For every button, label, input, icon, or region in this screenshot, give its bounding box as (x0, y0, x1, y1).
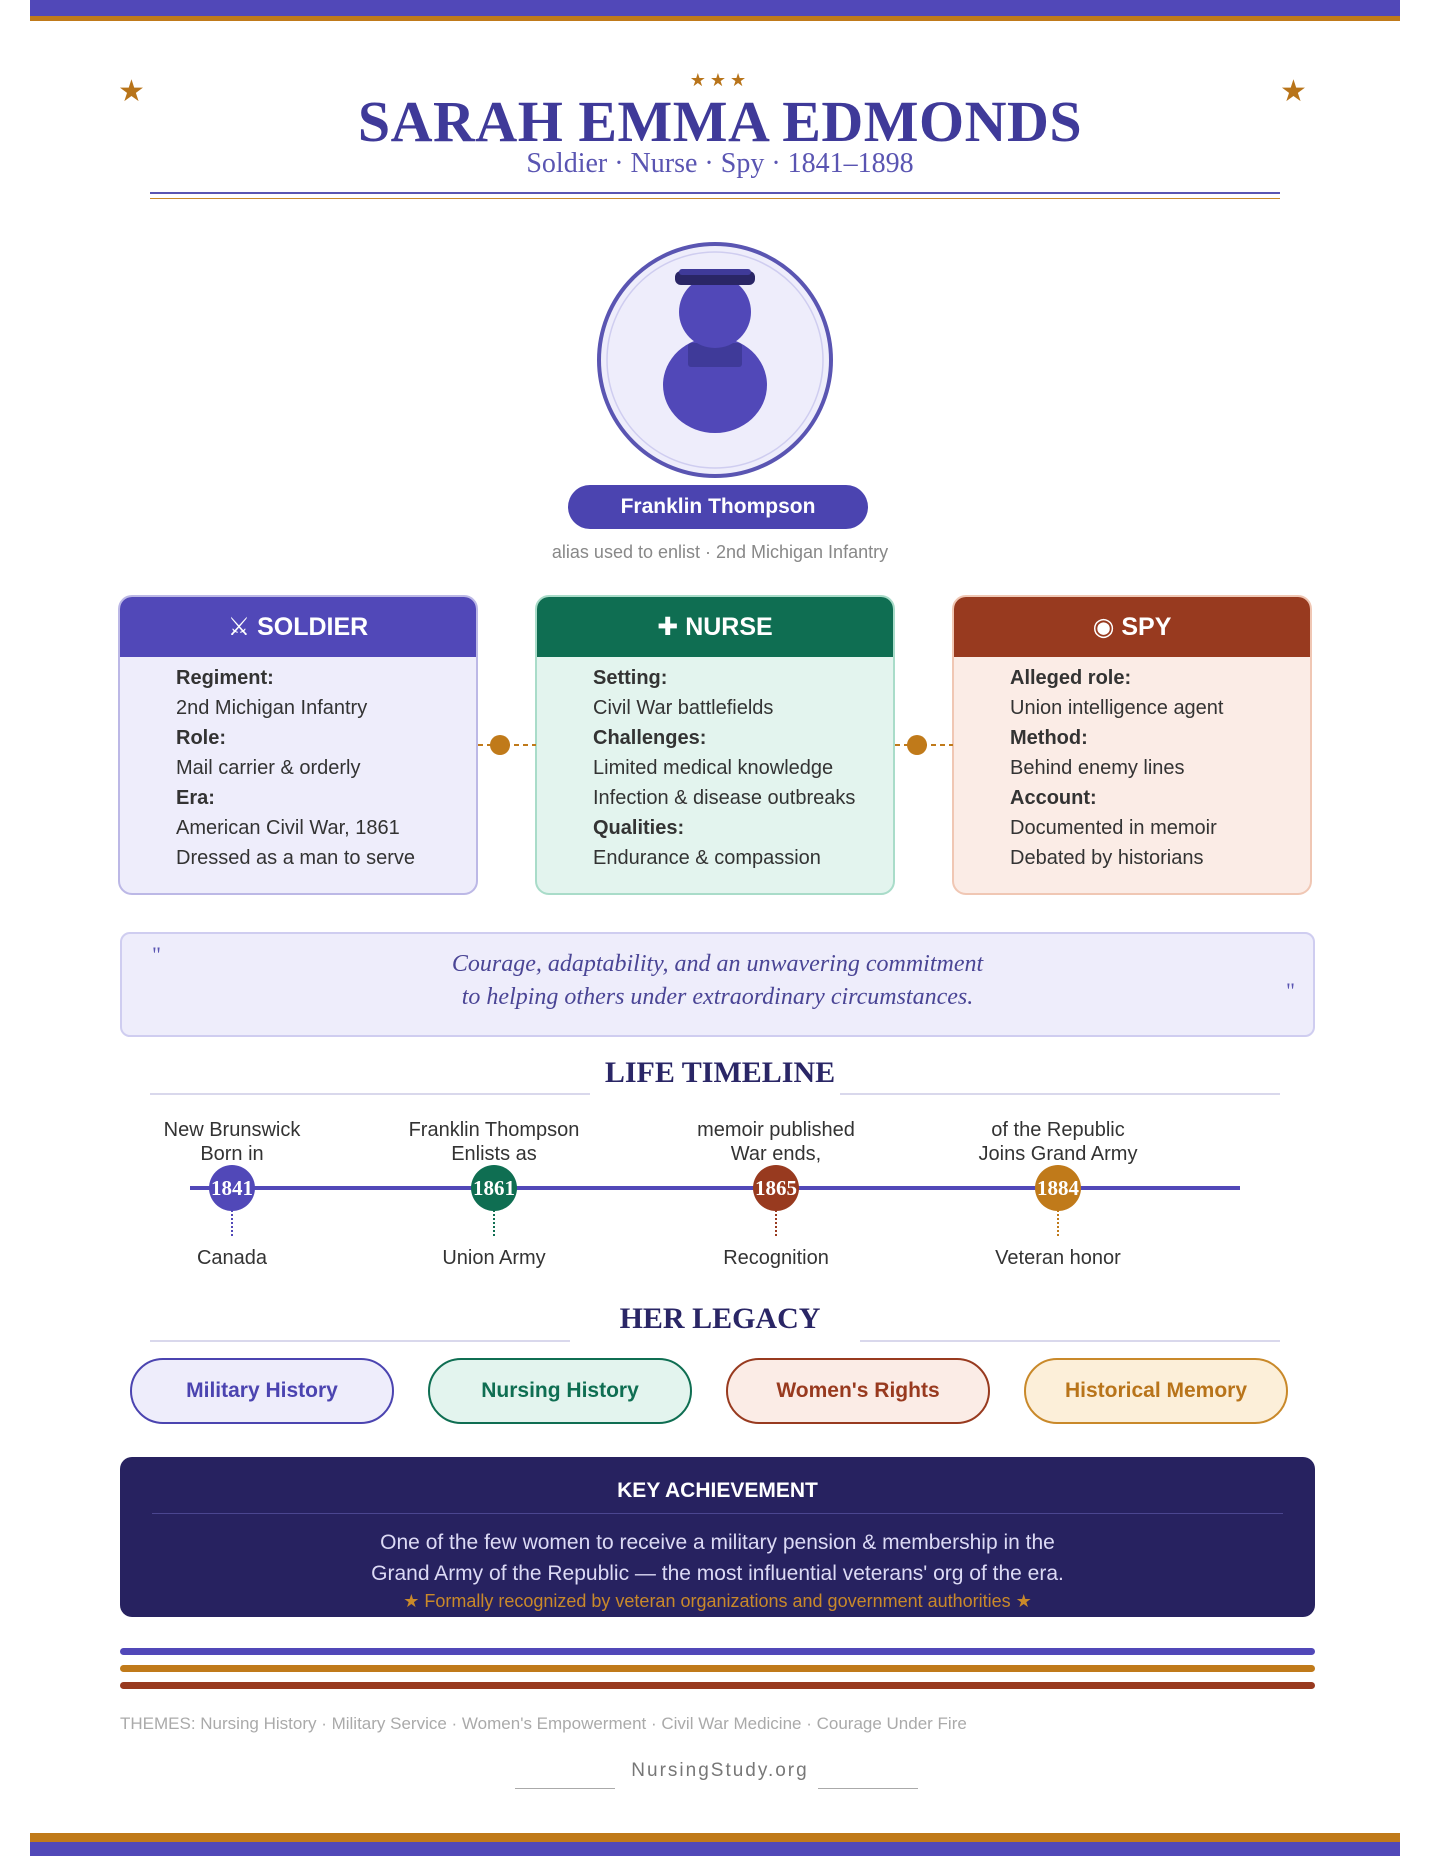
key-achievement-title: KEY ACHIEVEMENT (617, 1479, 818, 1502)
quote-text: Courage, adaptability, and an unwavering… (122, 948, 1313, 1014)
card-field-value: Documented in memoir (1010, 817, 1217, 839)
card-soldier-title: ⚔ SOLDIER (120, 597, 476, 657)
legacy-pill: Nursing History (428, 1358, 692, 1424)
timeline-label-top: Franklin Thompson (408, 1119, 580, 1141)
timeline-label-bottom: Union Army (442, 1247, 546, 1269)
top-gold-bar (30, 16, 1400, 21)
card-nurse-title: ✚ NURSE (537, 597, 893, 657)
card-field-value: Debated by historians (1010, 847, 1204, 869)
alias-badge: Franklin Thompson (568, 485, 868, 529)
card-field-value: Mail carrier & orderly (176, 757, 361, 779)
site-rule-left (515, 1788, 615, 1789)
timeline-stem (775, 1210, 777, 1236)
timeline-label-bottom: Canada (196, 1247, 268, 1269)
card-field-label: Role: (176, 727, 226, 749)
page-subtitle: Soldier · Nurse · Spy · 1841–1898 (526, 148, 914, 179)
card-field-label: Regiment: (176, 667, 274, 689)
quote-box: " Courage, adaptability, and an unwaveri… (120, 932, 1315, 1037)
card-field-value: Dressed as a man to serve (176, 847, 415, 869)
page-title: SARAH EMMA EDMONDS (357, 89, 1083, 154)
card-field-label: Alleged role: (1010, 667, 1132, 689)
themes-text: THEMES: Nursing History · Military Servi… (120, 1714, 967, 1733)
card-soldier: ⚔ SOLDIER Regiment: 2nd Michigan Infantry… (118, 595, 478, 895)
title-stars-icon: ★★★ (689, 70, 751, 90)
card-field-value: Endurance & compassion (593, 847, 821, 869)
stripe-rust (120, 1682, 1315, 1689)
timeline-label-top: of the Republic (991, 1119, 1125, 1141)
key-achievement-line-1: One of the few women to receive a milita… (380, 1531, 1055, 1554)
timeline-label-sub: Born in (200, 1143, 264, 1165)
timeline-label-sub: Joins Grand Army (978, 1143, 1138, 1165)
timeline-year-marker: 1865 (753, 1165, 799, 1211)
card-field-value: Limited medical knowledge (593, 757, 834, 779)
timeline-rule-right (840, 1093, 1280, 1095)
card-field-value: Behind enemy lines (1010, 757, 1185, 779)
timeline-year-marker: 1861 (471, 1165, 517, 1211)
timeline-label-bottom: Veteran honor (995, 1247, 1121, 1269)
legacy-rule-left (150, 1340, 570, 1342)
card-connector-2 (895, 735, 953, 755)
legacy-rule-right (860, 1340, 1280, 1342)
legacy-title: HER LEGACY (619, 1302, 821, 1335)
legacy-pill: Historical Memory (1024, 1358, 1288, 1424)
header-rule-2 (150, 198, 1280, 199)
quote-line-2: to helping others under extraordinary ci… (461, 984, 974, 1010)
site-rule-right (818, 1788, 918, 1789)
timeline-axis (190, 1186, 1240, 1190)
key-achievement-rule (152, 1513, 1283, 1514)
stripe-gold (120, 1665, 1315, 1672)
card-field-value: Infection & disease outbreaks (593, 787, 856, 809)
card-field-value: 2nd Michigan Infantry (176, 697, 368, 719)
card-connector-1 (478, 735, 536, 755)
quote-close-icon: " (1286, 978, 1295, 1003)
card-field-label: Challenges: (593, 727, 707, 749)
timeline-stem (493, 1210, 495, 1236)
alias-note: alias used to enlist · 2nd Michigan Infa… (551, 542, 889, 562)
timeline-stem (231, 1210, 233, 1236)
stripe-purple (120, 1648, 1315, 1655)
timeline-stem (1057, 1210, 1059, 1236)
card-field-value: American Civil War, 1861 (176, 817, 400, 839)
card-field-value: Union intelligence agent (1010, 697, 1224, 719)
quote-open-icon: " (152, 942, 161, 967)
card-field-label: Method: (1010, 727, 1088, 749)
card-field-label: Account: (1010, 787, 1097, 809)
timeline-label-bottom: Recognition (723, 1247, 829, 1269)
card-field-label: Qualities: (593, 817, 685, 839)
card-field-label: Setting: (593, 667, 668, 689)
card-field-value: Civil War battlefields (593, 697, 774, 719)
bottom-purple-bar (30, 1842, 1400, 1856)
key-achievement-line-2: Grand Army of the Republic — the most in… (371, 1562, 1064, 1585)
portrait-illustration (597, 242, 833, 478)
timeline-label-top: memoir published (697, 1119, 855, 1141)
card-spy: ◉ SPY Alleged role: Union intelligence ag… (952, 595, 1312, 895)
timeline-year-marker: 1884 (1035, 1165, 1081, 1211)
star-left-icon: ★ (118, 75, 145, 108)
legacy-pill: Women's Rights (726, 1358, 990, 1424)
quote-line-1: Courage, adaptability, and an unwavering… (451, 951, 984, 977)
key-achievement-box: KEY ACHIEVEMENT One of the few women to … (120, 1457, 1315, 1617)
bottom-gold-bar (30, 1833, 1400, 1842)
top-purple-bar (30, 0, 1400, 16)
key-achievement-note: ★ Formally recognized by veteran organiz… (403, 1591, 1032, 1611)
card-field-label: Era: (176, 787, 215, 809)
timeline-label-sub: Enlists as (451, 1143, 537, 1165)
timeline-title: LIFE TIMELINE (604, 1056, 836, 1089)
legacy-pill: Military History (130, 1358, 394, 1424)
timeline-label-top: New Brunswick (163, 1119, 301, 1141)
timeline-year-marker: 1841 (209, 1165, 255, 1211)
site-name: NursingStudy.org (631, 1760, 809, 1781)
card-spy-title: ◉ SPY (954, 597, 1310, 657)
star-right-icon: ★ (1280, 75, 1307, 108)
timeline-rule-left (150, 1093, 590, 1095)
timeline-label-sub: War ends, (730, 1143, 822, 1165)
header-rule-1 (150, 192, 1280, 194)
